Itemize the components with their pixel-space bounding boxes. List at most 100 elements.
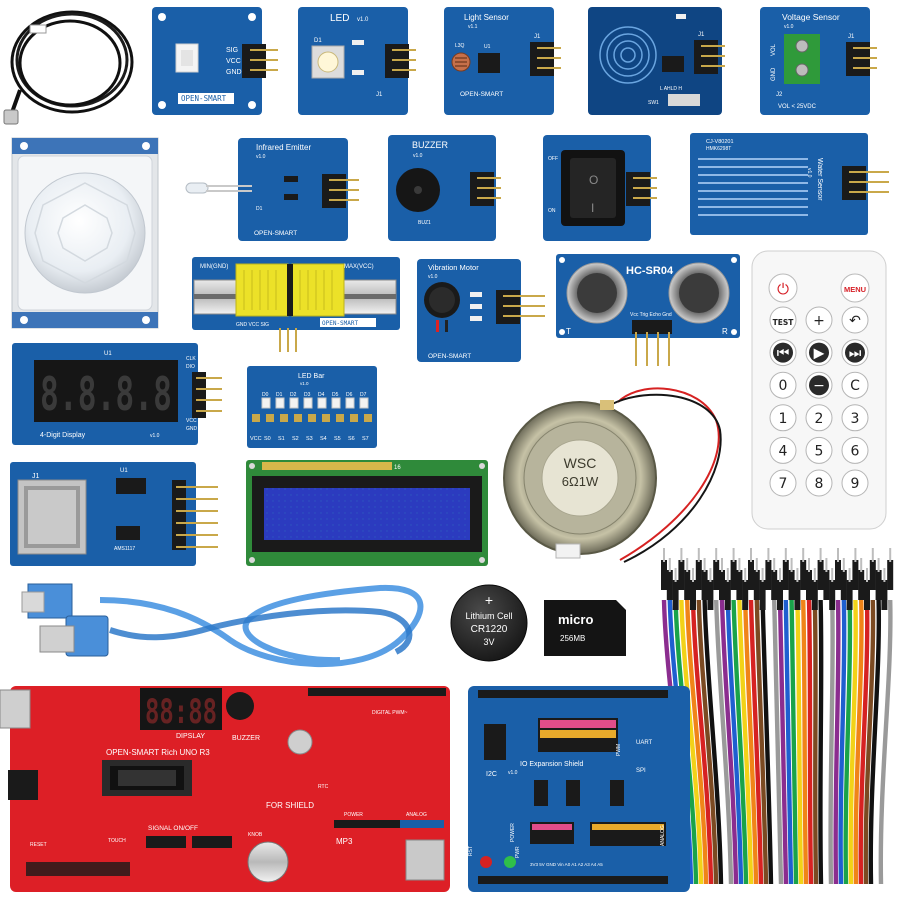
uno-signal: SIGNAL ON/OFF: [148, 825, 198, 832]
remote-button[interactable]: TEST: [769, 306, 797, 334]
sd-card-module: J1 U1 AMS1117: [10, 462, 218, 566]
voltage-j2: J2: [776, 92, 783, 98]
shield-bottom: 3V3 5V GND Vin A0 A1 A2 A3 A4 A5: [530, 862, 603, 867]
shield-spi: SPI: [636, 768, 646, 774]
jumper-wire: [782, 548, 794, 885]
remote-button[interactable]: +: [805, 306, 833, 334]
jumper-wire: [753, 558, 769, 885]
uno-digital: DIGITAL PWM~: [372, 710, 408, 716]
led-j1-label: J1: [376, 92, 383, 98]
ledbar-led-label: D6: [346, 392, 353, 398]
ir-brand: OPEN-SMART: [254, 230, 297, 237]
ledbar-pin: S3: [306, 414, 316, 442]
remote-power-button[interactable]: ⏻: [777, 281, 789, 298]
remote-button[interactable]: 0: [769, 371, 797, 399]
coin-cell-battery: + Lithium Cell CR1220 3V: [450, 584, 528, 662]
remote-button-label: ↶: [849, 313, 861, 329]
remote-button[interactable]: 3: [841, 404, 869, 432]
jumper-wire: [868, 558, 882, 885]
uno-buzzer-label: BUZZER: [232, 735, 260, 742]
ledbar-pin-label: S2: [292, 436, 299, 442]
remote-button[interactable]: 7: [769, 469, 797, 497]
sd-j1: J1: [32, 473, 40, 480]
uno-knob: KNOB: [248, 832, 263, 838]
jumper-wire-bundle: [661, 548, 894, 885]
remote-button[interactable]: 6: [841, 436, 869, 464]
slide-max: MAX(VCC): [344, 264, 374, 270]
remote-button[interactable]: 2: [805, 404, 833, 432]
voltage-version: v1.0: [784, 24, 794, 30]
shield-pwm: PWM: [616, 744, 622, 756]
jumper-wire: [794, 568, 804, 885]
rocker-off-mark: I: [591, 201, 594, 215]
remote-button-label: 5: [815, 443, 824, 459]
uno-power: POWER: [344, 812, 363, 818]
remote-button[interactable]: C: [841, 371, 869, 399]
remote-button-label: 2: [815, 411, 824, 427]
uno-for-shield: FOR SHIELD: [266, 801, 314, 810]
speaker-brand: WSC: [564, 455, 597, 471]
buzzer-title: BUZZER: [412, 140, 449, 150]
jumper-wire: [800, 548, 809, 885]
buzzer-bz: BUZ1: [418, 220, 431, 226]
microsd-card: micro 256MB: [544, 600, 626, 656]
remote-button-label: 4: [779, 443, 788, 459]
remote-button[interactable]: ↶: [841, 306, 869, 334]
ledbar-pin-label: S6: [348, 436, 355, 442]
jumper-wire: [838, 558, 847, 885]
remote-button[interactable]: ⏮: [769, 339, 797, 367]
ledbar-led-label: D7: [360, 392, 367, 398]
seg4-gnd: GND: [186, 426, 198, 432]
pin-vcc: VCC: [226, 58, 241, 65]
four-digit-display-module: U1 8.8.8.8 CLK DIO VCC GND 4-Digit Displ…: [12, 343, 222, 445]
seg4-name: 4-Digit Display: [40, 432, 86, 439]
ledbar-led-label: D1: [276, 392, 283, 398]
remote-button[interactable]: 5: [805, 436, 833, 464]
lcd-1602-module: 16: [246, 460, 488, 566]
lcd-label: 16: [394, 465, 401, 471]
light-j1: J1: [534, 34, 541, 40]
light-brand: OPEN-SMART: [460, 91, 503, 98]
ir-version: v1.0: [256, 154, 266, 160]
jumper-wire: [684, 558, 709, 885]
light-u1: U1: [484, 44, 491, 50]
ledbar-pin-label: S7: [362, 436, 369, 442]
remote-button[interactable]: 4: [769, 436, 797, 464]
infrared-emitter-module: Infrared Emitter v1.0 D1 OPEN-SMART: [185, 138, 359, 241]
buzzer-module: BUZZER v1.0 BUZ1: [388, 135, 501, 241]
microsd-size: 256MB: [560, 634, 585, 643]
slide-potentiometer-module: MIN(GND) MAX(VCC) GND VCC SIG OPEN-SMART: [192, 257, 400, 352]
jumper-wire: [878, 548, 894, 885]
jumper-wire: [843, 568, 853, 885]
remote-button[interactable]: 9: [841, 469, 869, 497]
uno-rtc: RTC: [318, 784, 329, 790]
speaker: WSC 6Ω1W: [503, 387, 722, 563]
jumper-wire: [678, 548, 704, 885]
rocker-switch-module: OFF ON O I: [543, 135, 657, 241]
remote-button[interactable]: −: [805, 371, 833, 399]
ledbar-pin-label: S0: [264, 436, 271, 442]
jumper-wire: [748, 548, 764, 885]
rocker-on-mark: O: [589, 173, 598, 187]
remote-button-label: 1: [779, 411, 788, 427]
voltage-gnd: GND: [771, 67, 777, 81]
remote-button[interactable]: 8: [805, 469, 833, 497]
ledbar-pin: S4: [320, 414, 330, 442]
sd-u1: U1: [120, 468, 128, 474]
remote-button[interactable]: 1: [769, 404, 797, 432]
shield-analog: ANALOG: [660, 825, 666, 846]
seg4-digits: 8.8.8.8: [40, 367, 172, 421]
vibe-title: Vibration Motor: [428, 263, 479, 272]
remote-button[interactable]: ⏭: [841, 339, 869, 367]
remote-menu-button[interactable]: MENU: [844, 285, 866, 294]
uno-display-label: DIPSLAY: [176, 733, 205, 740]
jumper-wire: [724, 568, 744, 885]
voltage-title: Voltage Sensor: [782, 12, 840, 22]
remote-button-label: 3: [851, 411, 860, 427]
led-version: v1.0: [357, 17, 369, 23]
usb-cable: [21, 583, 424, 667]
ledbar-pin-label: S5: [334, 436, 341, 442]
ledbar-led: D5: [331, 392, 341, 409]
remote-button[interactable]: ▶: [805, 339, 833, 367]
